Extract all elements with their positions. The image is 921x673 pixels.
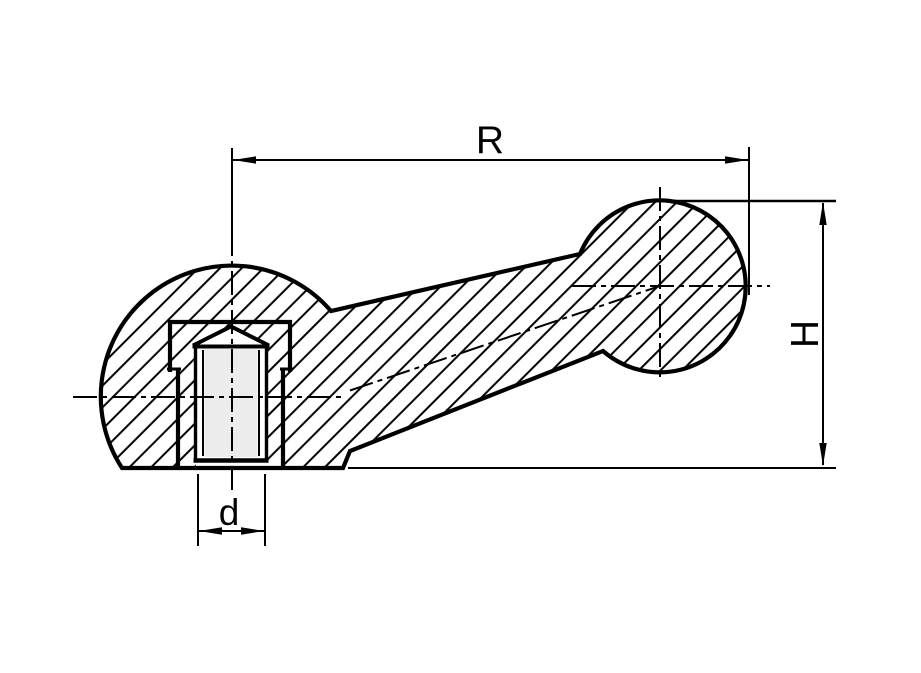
hub-socket <box>167 319 293 467</box>
chamfer-cone-clear-area <box>192 326 270 346</box>
diameter-arrow-left <box>199 527 222 535</box>
dimension-lines <box>199 156 827 535</box>
arm-axis-centerline <box>349 285 661 392</box>
radius-arrow-left <box>233 156 256 164</box>
diameter-arrow-right <box>241 527 264 535</box>
extension-lines <box>197 147 836 546</box>
radius-arrow-right <box>725 156 748 164</box>
diameter-label: d <box>219 492 240 533</box>
dimension-labels: R H d <box>219 119 827 533</box>
height-arrow-bottom <box>819 443 827 466</box>
height-arrow-top <box>819 202 827 225</box>
height-label: H <box>784 320 827 348</box>
radius-label: R <box>476 119 504 162</box>
socket-upper-walls <box>167 319 293 372</box>
crank-body-outline <box>98 198 748 471</box>
centerlines <box>73 187 770 492</box>
